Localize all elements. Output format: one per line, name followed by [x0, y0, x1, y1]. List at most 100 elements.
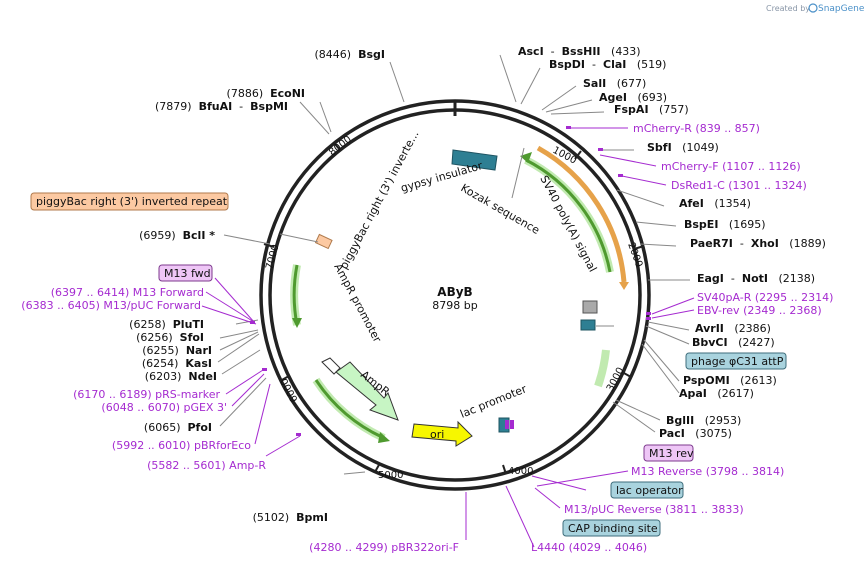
enzyme-part-1: (1695): [718, 218, 765, 231]
enzyme-part-0: (7886): [227, 87, 271, 100]
connector-lines: [217, 54, 690, 475]
tick-marks: [263, 142, 645, 475]
enzyme-part-1: (677): [606, 77, 646, 90]
enzyme-part-1: KasI: [185, 357, 212, 370]
attp-feature[interactable]: [582, 300, 598, 314]
enzyme-label: (6258) PluTI: [129, 318, 204, 331]
enzyme-label: (6254) KasI: [142, 357, 212, 370]
orange-orf-arrow: [619, 282, 629, 290]
plasmid-name: AByB: [437, 285, 472, 299]
enzyme-part-0: FspAI: [614, 103, 649, 116]
m13-rev-label: M13 rev: [649, 447, 694, 460]
enzyme-part-3: (2138): [768, 272, 815, 285]
ampr-feature[interactable]: [335, 361, 399, 421]
enzyme-part-0: AfeI: [679, 197, 704, 210]
primer-marks: [250, 126, 651, 436]
enzyme-part-1: (2613): [730, 374, 777, 387]
enzyme-part-1: BpmI: [296, 511, 328, 524]
enzyme-part-0: (6065): [144, 421, 188, 434]
boxed-labels: piggyBac right (3') inverted repeat M13 …: [30, 192, 787, 537]
enzyme-label: BspDI - ClaI (519): [549, 58, 666, 71]
primer-label: (6048 .. 6070) pGEX 3': [101, 401, 227, 414]
tick-label: 4000: [508, 466, 533, 477]
enzyme-label: AgeI (693): [599, 91, 667, 104]
feature-label-piggybac: piggyBac right (3') inverte...: [337, 128, 421, 271]
enzyme-label: (8446) BsgI: [315, 48, 385, 61]
enzyme-part-3: (1889): [779, 237, 826, 250]
piggybac-feature[interactable]: [314, 233, 333, 250]
enzyme-part-1: BclI *: [183, 229, 216, 242]
primer-labels: mCherry-R (839 .. 857) mCherry-F (1107 .…: [21, 122, 833, 554]
enzyme-label: FspAI (757): [614, 103, 689, 116]
enzyme-label: PspOMI (2613): [683, 374, 777, 387]
enzyme-label: (7886) EcoNI: [227, 87, 305, 100]
enzyme-part-0: BbvCI: [692, 336, 728, 349]
primer-label: (5992 .. 6010) pBRforEco: [112, 439, 251, 452]
enzyme-part-0: PspOMI: [683, 374, 730, 387]
enzyme-label: PacI (3075): [659, 427, 732, 440]
enzyme-part-0: (6258): [129, 318, 173, 331]
enzyme-label: ApaI (2617): [679, 387, 754, 400]
enzyme-part-1: -: [585, 58, 603, 71]
enzyme-part-1: BfuAI: [199, 100, 233, 113]
primer-label: mCherry-R (839 .. 857): [633, 122, 760, 135]
feature-label-kozak: Kozak sequence: [459, 181, 543, 237]
enzyme-part-1: -: [724, 272, 742, 285]
enzyme-label: (7879) BfuAI - BspMI: [155, 100, 288, 113]
ampr-promoter-feature[interactable]: [321, 357, 341, 375]
enzyme-label: BglII (2953): [666, 414, 741, 427]
enzyme-label: SbfI (1049): [647, 141, 719, 154]
enzyme-label: (6255) NarI: [142, 344, 212, 357]
enzyme-part-1: (2617): [707, 387, 754, 400]
feature-label-ori: ori: [430, 428, 444, 441]
primer-label: (4280 .. 4299) pBR322ori-F: [309, 541, 459, 554]
enzyme-part-2: NotI: [742, 272, 768, 285]
plasmid-size: 8798 bp: [432, 299, 477, 312]
enzyme-part-0: (8446): [315, 48, 359, 61]
lac-operator-label: lac operator: [616, 484, 683, 497]
enzyme-label: BbvCI (2427): [692, 336, 775, 349]
m13-fwd-box: [158, 264, 213, 282]
enzyme-part-1: (2386): [724, 322, 771, 335]
enzyme-part-1: (3075): [685, 427, 732, 440]
enzyme-part-0: BspEI: [684, 218, 718, 231]
enzyme-part-0: BglII: [666, 414, 694, 427]
enzyme-label: AfeI (1354): [679, 197, 751, 210]
piggybac-label-box: [30, 192, 229, 211]
enzyme-label: (6065) PfoI: [144, 421, 212, 434]
enzyme-part-0: (6256): [136, 331, 180, 344]
enzyme-part-0: SbfI: [647, 141, 672, 154]
primer-label: EBV-rev (2349 .. 2368): [697, 304, 822, 317]
orange-orf-arc[interactable]: [536, 145, 627, 283]
gypsy-insulator-feature[interactable]: [451, 149, 498, 171]
enzyme-part-1: (2953): [694, 414, 741, 427]
primer-label: (5582 .. 5601) Amp-R: [147, 459, 266, 472]
enzyme-part-0: (6959): [139, 229, 183, 242]
enzyme-part-1: (757): [649, 103, 689, 116]
enzyme-part-0: EagI: [697, 272, 724, 285]
primer-label: (6170 .. 6189) pRS-marker: [73, 388, 220, 401]
attp-feature-2[interactable]: [580, 319, 596, 331]
cap-binding-box: [562, 519, 661, 537]
enzyme-part-0: (6255): [142, 344, 186, 357]
tick-label: 5000: [378, 470, 403, 481]
enzyme-part-0: (5102): [253, 511, 297, 524]
enzyme-part-0: AscI: [518, 45, 544, 58]
enzyme-part-1: BsgI: [358, 48, 385, 61]
primer-label: (6397 .. 6414) M13 Forward: [51, 286, 204, 299]
ori-feature[interactable]: [411, 420, 473, 447]
enzyme-part-2: XhoI: [751, 237, 779, 250]
enzyme-label: EagI - NotI (2138): [697, 272, 815, 285]
primer-lines: [201, 127, 695, 548]
enzyme-label: (6256) SfoI: [136, 331, 204, 344]
enzyme-labels: AscI - BssHII (433) BspDI - ClaI (519) S…: [129, 45, 826, 524]
enzyme-part-1: (693): [627, 91, 667, 104]
primer-label: mCherry-F (1107 .. 1126): [661, 160, 801, 173]
m13-fwd-label: M13 fwd: [164, 267, 211, 280]
enzyme-part-0: AgeI: [599, 91, 627, 104]
enzyme-part-1: SfoI: [180, 331, 204, 344]
enzyme-part-1: NdeI: [188, 370, 217, 383]
right-green-arc[interactable]: [594, 349, 610, 388]
enzyme-label: SalI (677): [583, 77, 646, 90]
